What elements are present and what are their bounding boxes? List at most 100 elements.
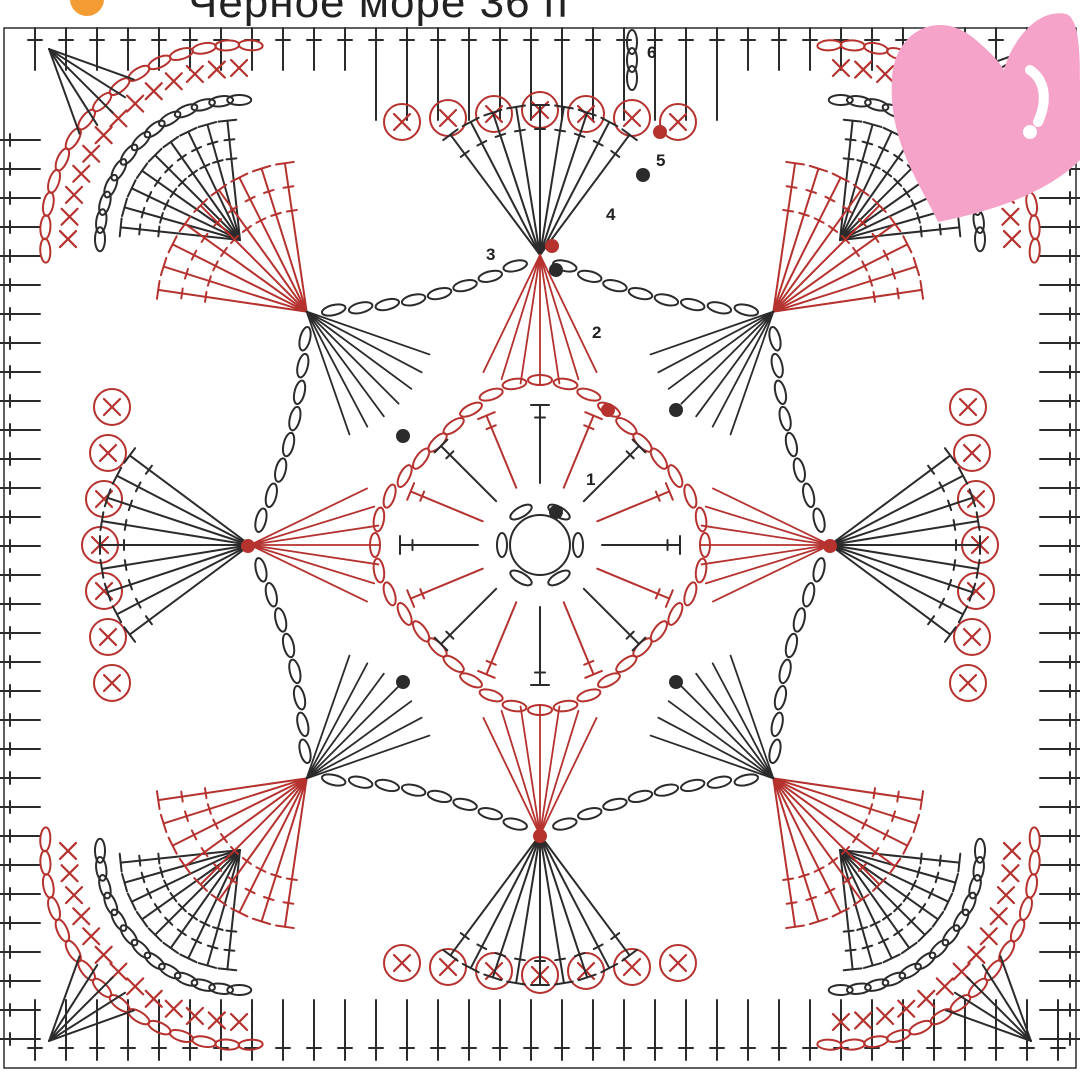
inner-fan-stitch bbox=[712, 487, 831, 546]
round-label-5: 5 bbox=[656, 151, 665, 170]
petal-stitch bbox=[491, 834, 541, 979]
ring-chain bbox=[706, 301, 733, 315]
ring-chain bbox=[773, 379, 788, 406]
corner-outer-chain bbox=[839, 39, 866, 52]
petal-stitch bbox=[829, 454, 952, 546]
corner-fan-stitch bbox=[169, 141, 241, 241]
inner-fan-stitch bbox=[680, 685, 775, 780]
corner-chain bbox=[158, 110, 182, 128]
petal-stitch bbox=[157, 288, 308, 313]
petal-stitch bbox=[515, 105, 541, 256]
corner-chain bbox=[208, 95, 235, 108]
round-1-chain bbox=[649, 447, 668, 470]
inner-fan-stitch bbox=[249, 487, 368, 546]
petal-stitch bbox=[772, 777, 820, 923]
scallop-chain bbox=[85, 572, 123, 610]
ring-chain bbox=[374, 297, 401, 312]
ring-chain bbox=[773, 684, 788, 711]
corner-chain bbox=[973, 837, 986, 864]
corner-chain bbox=[914, 951, 937, 971]
ring-chain bbox=[679, 778, 706, 793]
inner-fan-stitch bbox=[729, 310, 775, 436]
petal-stitch bbox=[829, 544, 974, 594]
corner-picot-stitch bbox=[48, 48, 99, 127]
ring-chain bbox=[274, 457, 288, 483]
ring-chain bbox=[477, 807, 503, 821]
start-marker-dot bbox=[241, 539, 255, 553]
corner-picot-stitch bbox=[48, 48, 127, 99]
round-1-chain bbox=[478, 688, 504, 703]
petal-fans bbox=[99, 104, 981, 986]
petal-stitch bbox=[100, 544, 251, 570]
corner-picot-stitch bbox=[999, 955, 1032, 1042]
scallop-chain bbox=[567, 95, 605, 133]
scallop-chain bbox=[953, 434, 991, 472]
inner-fan-stitch bbox=[249, 544, 376, 585]
start-marker-dot bbox=[545, 239, 559, 253]
corner-chain bbox=[881, 971, 907, 987]
petal-stitch bbox=[449, 834, 541, 957]
inner-fan-stitch bbox=[539, 705, 561, 836]
ring-chain bbox=[784, 632, 799, 659]
petal-stitch bbox=[260, 167, 308, 313]
corner-chain bbox=[98, 874, 112, 900]
outer-frame bbox=[3, 27, 1077, 1069]
round-1-chain bbox=[382, 581, 397, 607]
corner-chain bbox=[98, 190, 112, 216]
ring-chain bbox=[281, 632, 296, 659]
ring-chain bbox=[296, 352, 310, 379]
corner-outer-chain bbox=[1028, 826, 1041, 853]
petal-stitch bbox=[106, 544, 251, 594]
petal-stitch bbox=[184, 222, 308, 313]
scallop-chain bbox=[383, 944, 421, 982]
round-1-chain bbox=[552, 377, 579, 391]
corner-outer-chain bbox=[237, 39, 264, 52]
corner-outer-chain bbox=[1028, 849, 1041, 876]
corner-chain bbox=[928, 938, 950, 960]
corner-outer-chain bbox=[1018, 896, 1033, 922]
round-1-chain bbox=[667, 464, 684, 488]
inner-fan-stitch bbox=[704, 544, 831, 585]
inner-fan-stitch bbox=[695, 672, 775, 780]
inner-fan-stitch bbox=[305, 310, 423, 374]
inner-fan-stitch bbox=[700, 524, 831, 546]
ring-chain bbox=[812, 507, 826, 533]
scallop-chain bbox=[659, 103, 697, 141]
scallop-chain bbox=[475, 95, 513, 133]
corner-chain bbox=[973, 226, 986, 253]
ring-chain bbox=[502, 817, 528, 831]
corner-picot-stitch bbox=[945, 1009, 1032, 1042]
round-1-chain bbox=[667, 602, 684, 626]
scallop-chain bbox=[957, 572, 995, 610]
ring-chain bbox=[452, 279, 478, 293]
ring-chain bbox=[254, 557, 268, 583]
round-label-3: 3 bbox=[486, 245, 495, 264]
start-marker-dot bbox=[669, 403, 683, 417]
corner-outer-chain bbox=[1025, 873, 1039, 899]
scallop-chain bbox=[659, 944, 697, 982]
ring-chain bbox=[347, 775, 374, 789]
petal-stitch bbox=[539, 834, 589, 979]
corner-outer-chain bbox=[39, 826, 52, 853]
corner-chain bbox=[94, 226, 107, 253]
corner-chain bbox=[898, 962, 922, 980]
corner-picot-stitch bbox=[48, 976, 114, 1042]
ring-chain bbox=[768, 738, 782, 765]
center-chain bbox=[509, 569, 533, 587]
center-chain bbox=[572, 532, 584, 558]
petal-stitch bbox=[283, 162, 308, 313]
center-chain bbox=[509, 503, 533, 521]
round-1-chain bbox=[501, 699, 528, 713]
petal-stitch bbox=[217, 189, 308, 313]
corner-fan-stitch bbox=[839, 849, 911, 949]
ring-chain bbox=[502, 259, 528, 273]
round-label-6: 6 bbox=[647, 43, 656, 62]
inner-fan-stitch bbox=[711, 662, 775, 780]
ring-chain bbox=[264, 482, 278, 508]
petal-stitch bbox=[128, 544, 251, 636]
corner-outer-chain bbox=[191, 1035, 217, 1049]
corner-chain bbox=[119, 143, 139, 166]
scallop-chain bbox=[89, 434, 127, 472]
ring-chain bbox=[292, 379, 307, 406]
ring-chain bbox=[426, 286, 453, 301]
